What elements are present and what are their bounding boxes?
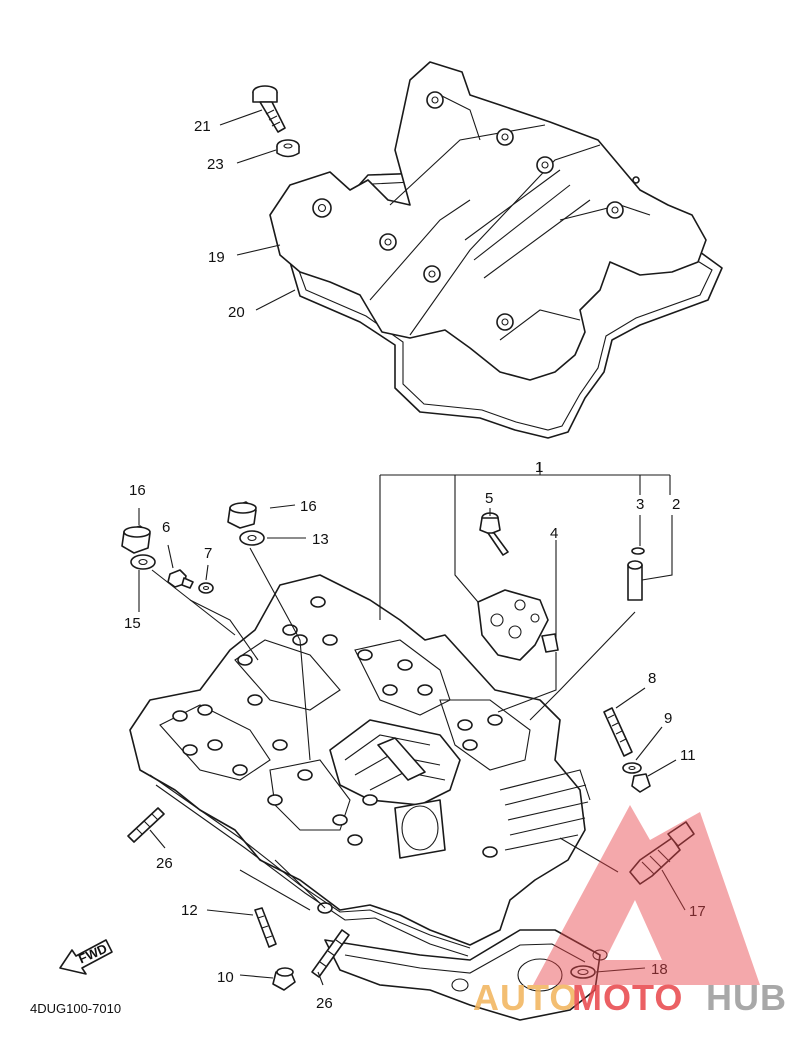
callout-21: 21 xyxy=(194,118,211,135)
head-cover-body xyxy=(269,61,707,381)
callout-labels: 21 23 19 20 1 5 4 3 2 16 16 6 7 13 15 8 … xyxy=(124,118,706,1012)
callout-13: 13 xyxy=(312,531,329,548)
callout-4: 4 xyxy=(550,525,558,542)
cover-bolt xyxy=(252,85,286,133)
callout-26-left: 26 xyxy=(156,855,173,872)
callout-20: 20 xyxy=(228,304,245,321)
watermark-brand-moto: MOTO xyxy=(572,977,683,1018)
callout-19: 19 xyxy=(208,249,225,266)
valve-assembly xyxy=(477,512,645,661)
callout-10: 10 xyxy=(217,969,234,986)
callout-16-right: 16 xyxy=(300,498,317,515)
forward-direction-arrow: FWD xyxy=(59,939,113,975)
callout-7: 7 xyxy=(204,545,212,562)
watermark-triangle-logo xyxy=(533,805,760,985)
watermark-brand-hub: HUB xyxy=(706,977,787,1018)
cover-washer xyxy=(276,139,300,158)
head-fasteners-right xyxy=(570,707,695,979)
automotohub-watermark: AUTO MOTO HUB xyxy=(473,805,787,1018)
watermark-brand-auto: AUTO xyxy=(473,977,578,1018)
callout-18: 18 xyxy=(651,961,668,978)
head-studs-lower xyxy=(127,807,350,991)
callout-17: 17 xyxy=(689,903,706,920)
callout-3: 3 xyxy=(636,496,644,513)
callout-16-left: 16 xyxy=(129,482,146,499)
callout-8: 8 xyxy=(648,670,656,687)
callout-9: 9 xyxy=(664,710,672,727)
leader-lines xyxy=(138,109,686,986)
callout-6: 6 xyxy=(162,519,170,536)
callout-1: 1 xyxy=(535,459,543,476)
cylinder-head xyxy=(129,574,608,1021)
callout-12: 12 xyxy=(181,902,198,919)
callout-11: 11 xyxy=(680,747,696,764)
callout-23: 23 xyxy=(207,156,224,173)
head-fasteners-left xyxy=(121,501,265,594)
callout-2: 2 xyxy=(672,496,680,513)
callout-15: 15 xyxy=(124,615,141,632)
callout-5: 5 xyxy=(485,490,493,507)
head-cover-assembly xyxy=(269,61,723,439)
diagram-code: 4DUG100-7010 xyxy=(30,1001,121,1016)
callout-26-bottom: 26 xyxy=(316,995,333,1012)
